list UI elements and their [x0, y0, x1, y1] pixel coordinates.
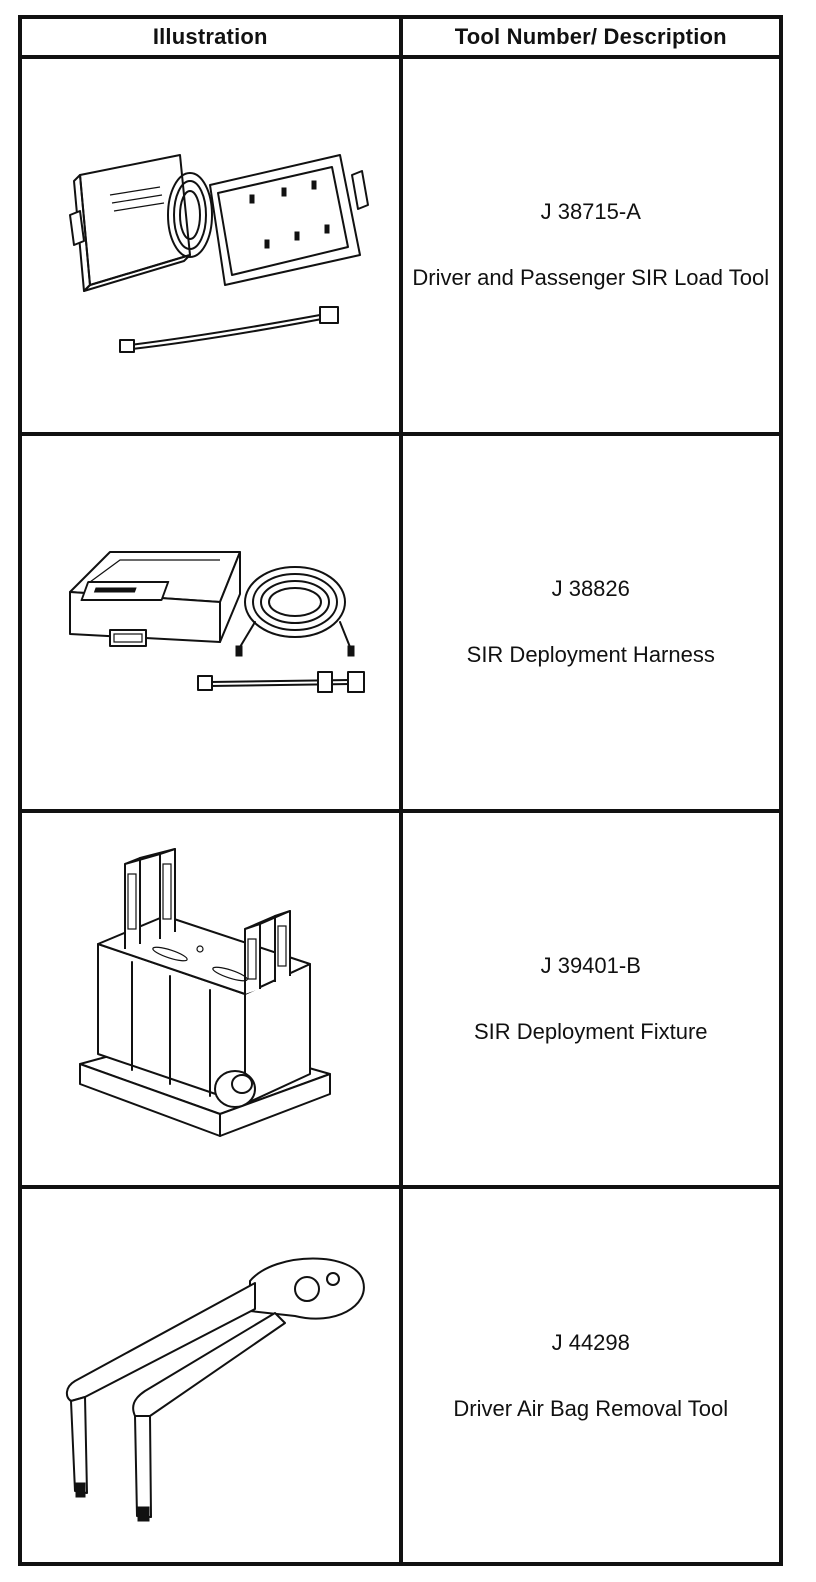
- description-cell: J 39401-B SIR Deployment Fixture: [398, 808, 783, 1190]
- header-tool-number-description: Tool Number/ Description: [398, 15, 783, 59]
- illustration-cell: [18, 431, 403, 813]
- illustration-cell: [18, 1185, 403, 1566]
- illustration-cell: [18, 55, 403, 436]
- deployment-harness-case-icon: [69, 551, 366, 694]
- deployment-fixture-icon: [79, 847, 332, 1137]
- tool-description: SIR Deployment Fixture: [473, 1018, 708, 1044]
- tool-number: J 38715-A: [540, 199, 641, 225]
- tool-number: J 38826: [551, 576, 630, 602]
- description-cell: J 38715-A Driver and Passenger SIR Load …: [398, 55, 783, 436]
- sir-load-tool-case-icon: [69, 154, 370, 354]
- air-bag-removal-tool-icon: [66, 1257, 366, 1522]
- table-header-row: Illustration Tool Number/ Description: [18, 15, 783, 59]
- table-row: J 38715-A Driver and Passenger SIR Load …: [18, 55, 783, 436]
- tool-description: SIR Deployment Harness: [466, 642, 715, 668]
- description-cell: J 38826 SIR Deployment Harness: [398, 431, 783, 813]
- table-row: J 39401-B SIR Deployment Fixture: [18, 808, 783, 1190]
- description-cell: J 44298 Driver Air Bag Removal Tool: [398, 1185, 783, 1566]
- tool-number: J 39401-B: [540, 952, 641, 978]
- header-illustration: Illustration: [18, 15, 403, 59]
- tool-number: J 44298: [551, 1329, 630, 1355]
- special-tools-table: Illustration Tool Number/ Description: [18, 15, 783, 1566]
- illustration-cell: [18, 808, 403, 1190]
- table-row: J 38826 SIR Deployment Harness: [18, 431, 783, 813]
- table-row: J 44298 Driver Air Bag Removal Tool: [18, 1185, 783, 1566]
- tool-description: Driver and Passenger SIR Load Tool: [412, 265, 770, 291]
- tool-description: Driver Air Bag Removal Tool: [453, 1395, 729, 1421]
